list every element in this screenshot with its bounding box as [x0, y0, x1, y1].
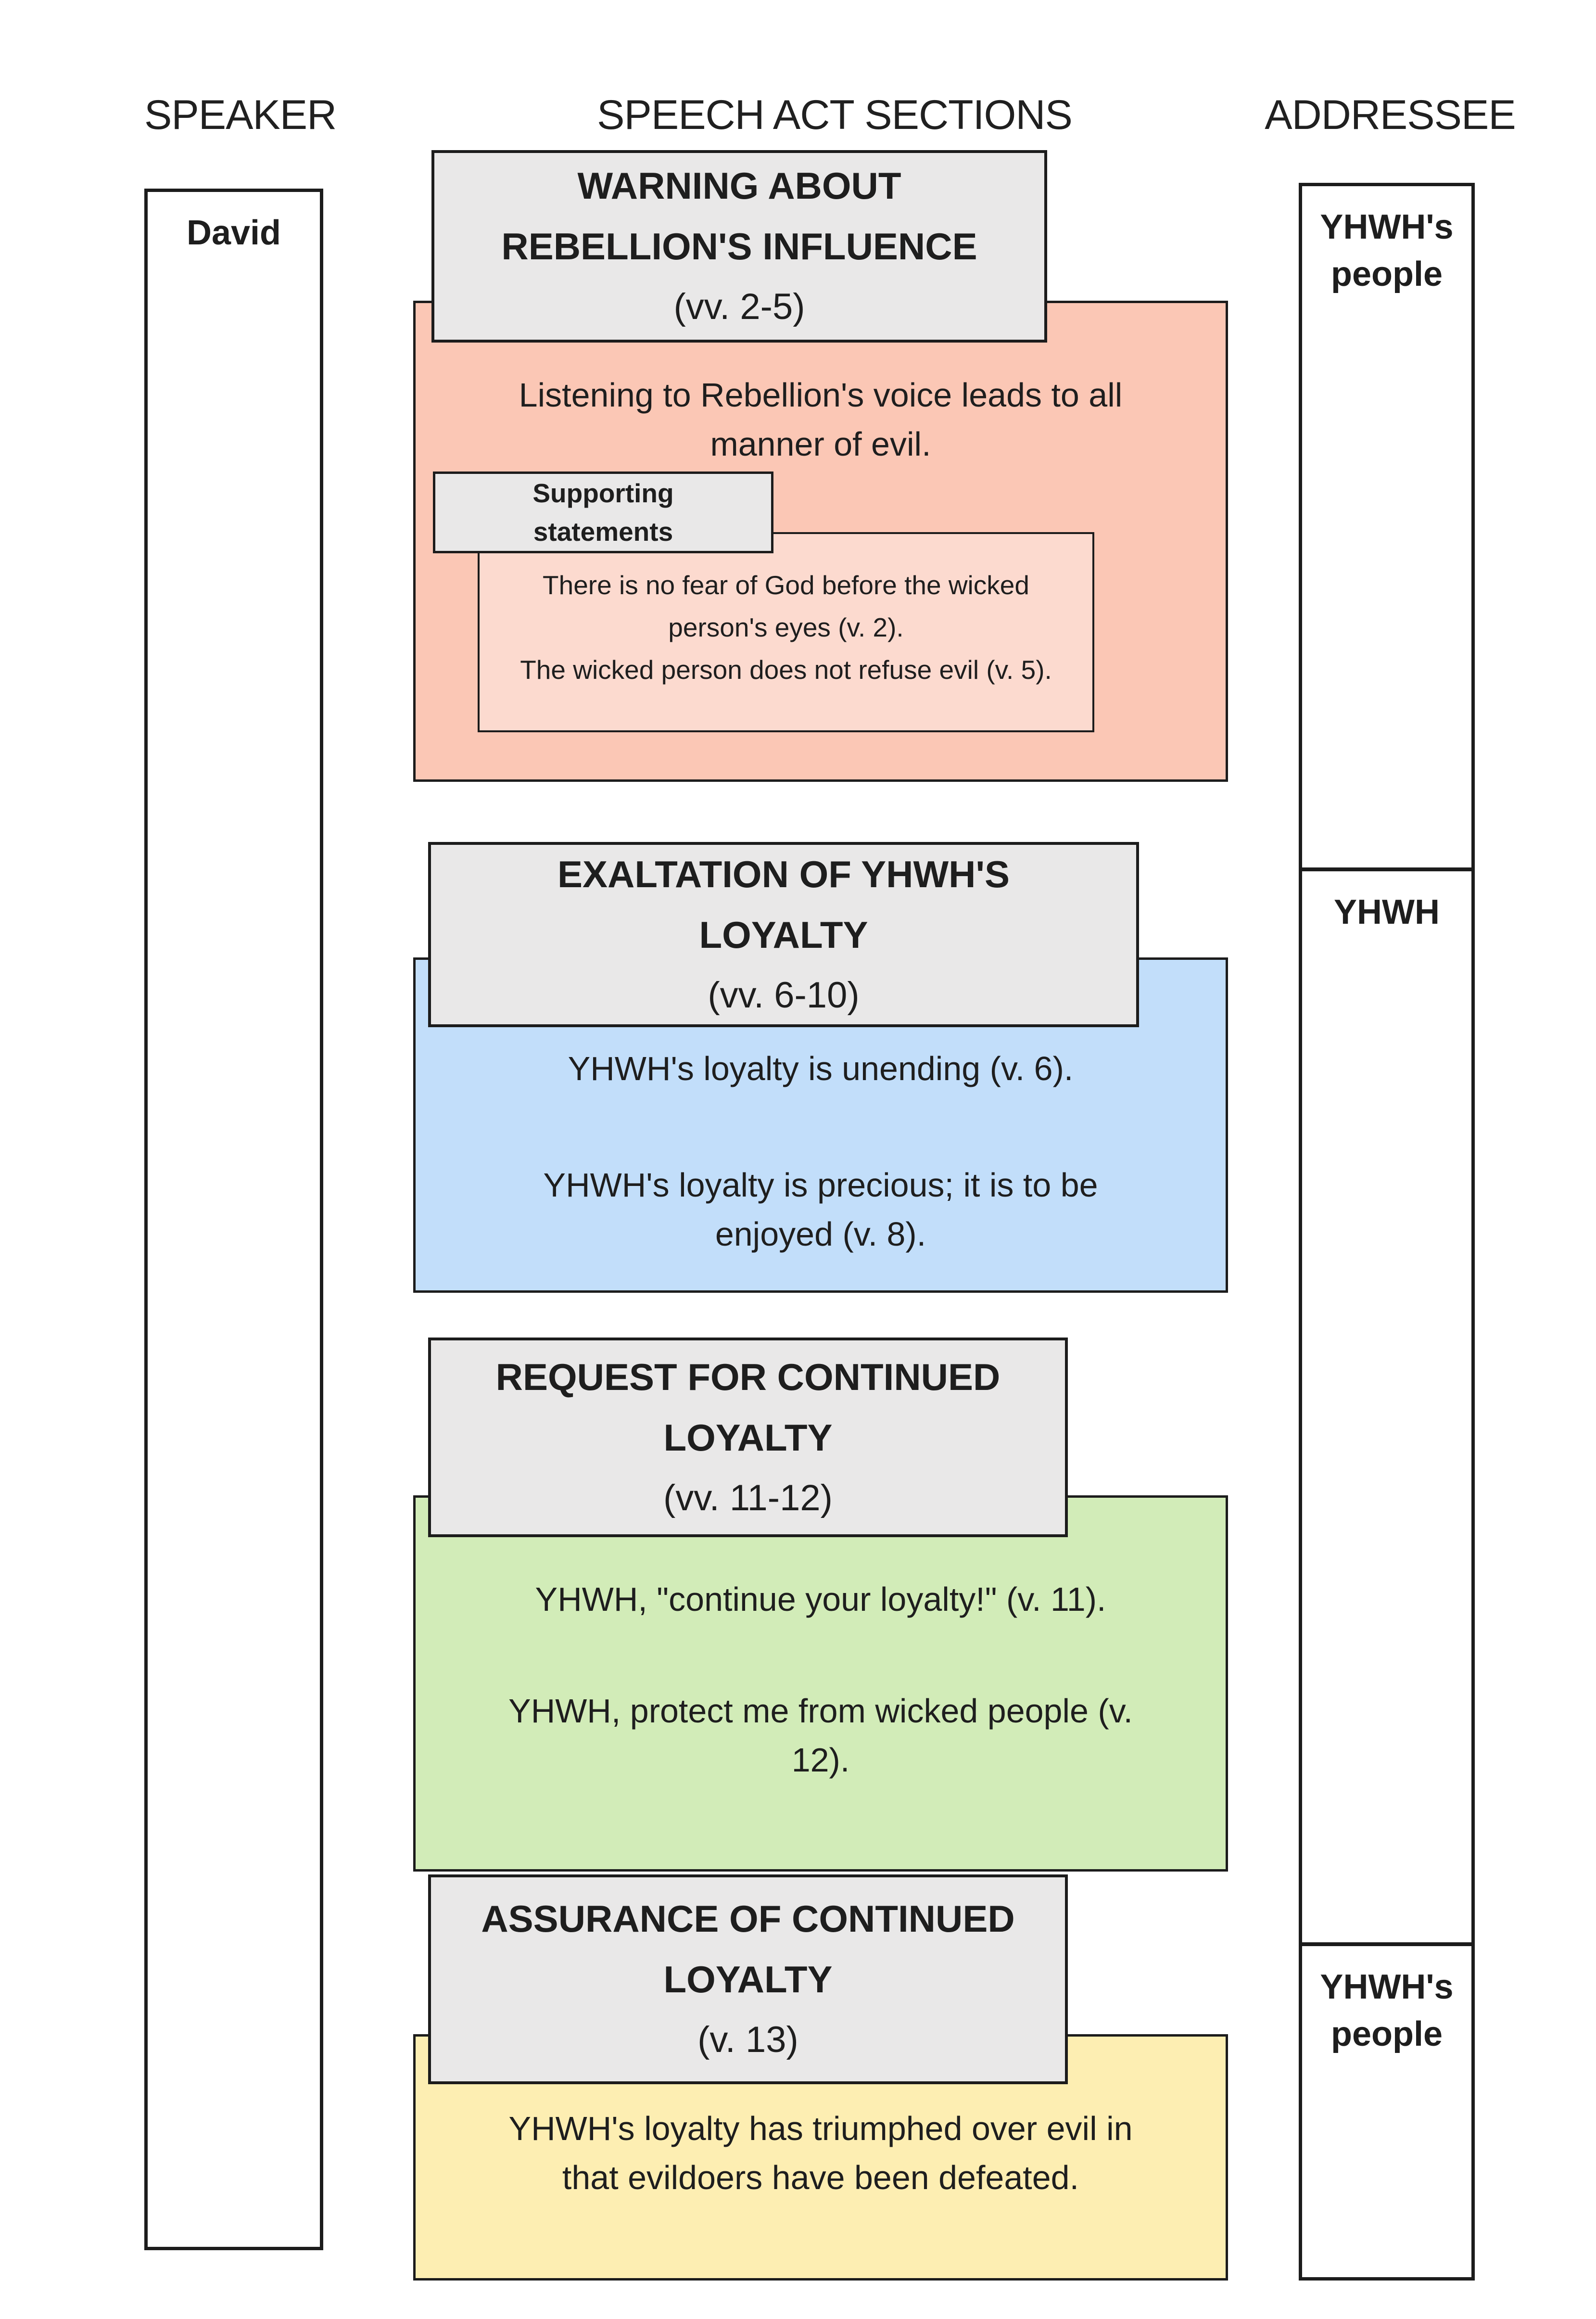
section-title-line: ASSURANCE OF CONTINUED	[481, 1898, 1015, 1940]
addressee-box-yhwhs-people-bottom: YHWH's people	[1299, 1943, 1475, 2281]
section-verses: (vv. 6-10)	[708, 974, 860, 1016]
statement-text: There is no fear of God before the wicke…	[543, 570, 1029, 642]
supporting-statements-label: Supporting statements	[532, 478, 674, 547]
statement-text: YHWH's loyalty is precious; it is to be …	[543, 1166, 1098, 1253]
statement-text: YHWH's loyalty has triumphed over evil i…	[508, 2110, 1133, 2196]
section-2-header: EXALTATION OF YHWH'S LOYALTY (vv. 6-10)	[428, 842, 1139, 1027]
section-title-line: WARNING ABOUT	[577, 165, 901, 207]
addressee-label: YHWH's people	[1320, 1968, 1454, 2053]
statement-text: YHWH, protect me from wicked people (v. …	[508, 1692, 1133, 1779]
section-title-line: LOYALTY	[663, 1416, 833, 1459]
speaker-box: David	[144, 189, 323, 2250]
section-4-header: ASSURANCE OF CONTINUED LOYALTY (v. 13)	[428, 1874, 1068, 2084]
section-title-line: REQUEST FOR CONTINUED	[495, 1355, 1001, 1398]
column-header-speech-act-sections: SPEECH ACT SECTIONS	[597, 92, 1073, 138]
addressee-label: YHWH	[1334, 893, 1440, 931]
section-verses: (v. 13)	[697, 2019, 798, 2060]
section-3-body: YHWH, "continue your loyalty!" (v. 11). …	[413, 1495, 1228, 1872]
addressee-box-yhwhs-people-top: YHWH's people	[1299, 183, 1475, 871]
section-title-line: LOYALTY	[699, 913, 868, 956]
supporting-statements-box: There is no fear of God before the wicke…	[478, 532, 1094, 732]
section-3-header: REQUEST FOR CONTINUED LOYALTY (vv. 11-12…	[428, 1338, 1068, 1537]
section-1-header: WARNING ABOUT REBELLION'S INFLUENCE (vv.…	[431, 150, 1047, 343]
statement-text: The wicked person does not refuse evil (…	[520, 655, 1052, 685]
statement-text: Listening to Rebellion's voice leads to …	[519, 376, 1123, 463]
section-verses: (vv. 2-5)	[673, 286, 805, 327]
statement-text: YHWH's loyalty is unending (v. 6).	[568, 1050, 1074, 1087]
statement-text: YHWH, "continue your loyalty!" (v. 11).	[535, 1580, 1106, 1618]
section-title-line: LOYALTY	[663, 1958, 833, 2000]
column-header-speaker: SPEAKER	[144, 92, 337, 138]
speaker-label: David	[186, 214, 281, 252]
supporting-statements-label-box: Supporting statements	[433, 471, 773, 553]
addressee-label: YHWH's people	[1320, 208, 1454, 293]
section-title-line: REBELLION'S INFLUENCE	[501, 225, 977, 268]
addressee-box-yhwh: YHWH	[1299, 868, 1475, 1946]
section-title-line: EXALTATION OF YHWH'S	[557, 853, 1010, 895]
section-verses: (vv. 11-12)	[663, 1477, 833, 1518]
column-header-addressee: ADDRESSEE	[1265, 92, 1516, 138]
